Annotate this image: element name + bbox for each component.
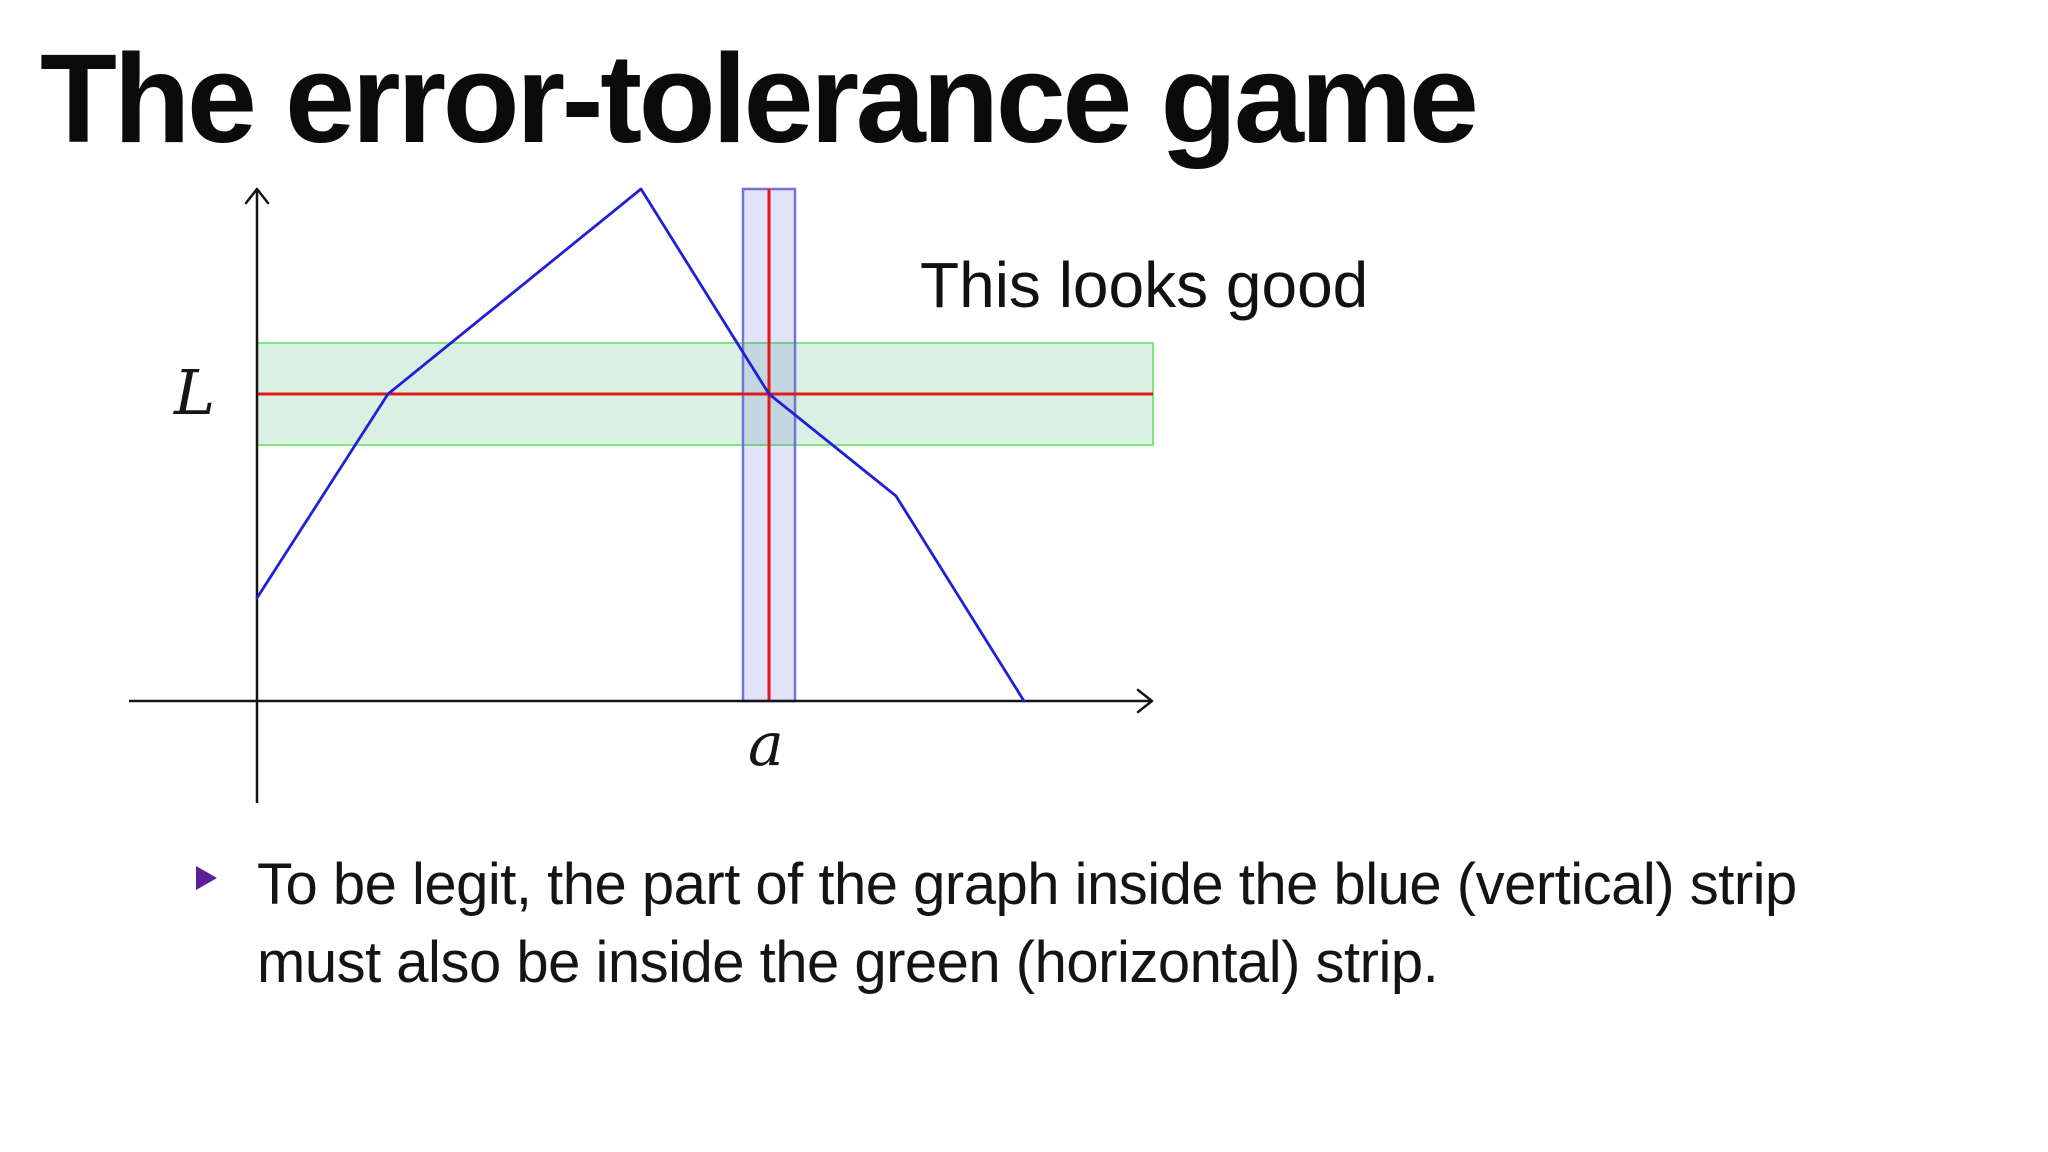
- bullet-text: To be legit, the part of the graph insid…: [257, 846, 1797, 1002]
- bullet-line-2: must also be inside the green (horizonta…: [257, 930, 1439, 995]
- point-a-label: a: [748, 710, 784, 780]
- function-curve: [255, 187, 1026, 703]
- slide-title: The error-tolerance game: [40, 28, 1479, 169]
- bullet-triangle-icon: [196, 866, 217, 890]
- x-axis-arrowhead: [1136, 688, 1154, 714]
- bullet-line-1: To be legit, the part of the graph insid…: [257, 852, 1797, 917]
- limit-value-label: L: [174, 356, 216, 429]
- annotation-this-looks-good: This looks good: [920, 249, 1369, 321]
- bullet-item: To be legit, the part of the graph insid…: [196, 846, 1797, 1002]
- y-axis-arrowhead: [244, 187, 270, 205]
